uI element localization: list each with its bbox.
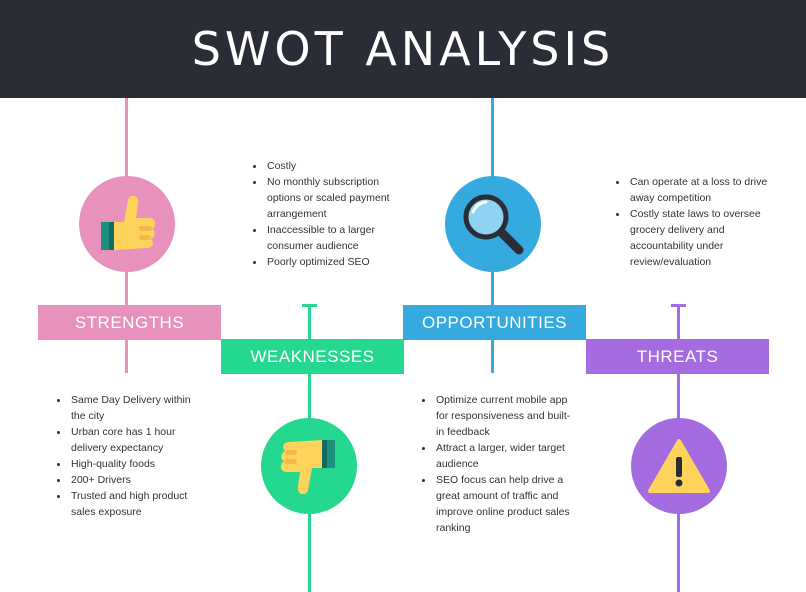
strengths-banner: STRENGTHS — [38, 305, 221, 340]
opportunities-circle — [445, 176, 541, 272]
list-item: No monthly subscription options or scale… — [265, 174, 407, 222]
warning-triangle-icon — [648, 439, 710, 493]
list-item: SEO focus can help drive a great amount … — [434, 472, 574, 536]
opportunities-list: Optimize current mobile app for responsi… — [417, 392, 574, 536]
weaknesses-banner: WEAKNESSES — [221, 339, 404, 374]
page-title: SWOT ANALYSIS — [191, 22, 615, 76]
list-item: High-quality foods — [69, 456, 207, 472]
threats-list: Can operate at a loss to drive away comp… — [611, 174, 768, 270]
opportunities-banner: OPPORTUNITIES — [403, 305, 586, 340]
list-item: Attract a larger, wider target audience — [434, 440, 574, 472]
list-item: Poorly optimized SEO — [265, 254, 407, 270]
list-item: Optimize current mobile app for responsi… — [434, 392, 574, 440]
list-item: Inaccessible to a larger consumer audien… — [265, 222, 407, 254]
weaknesses-line-cap — [302, 304, 317, 307]
magnifying-glass-icon — [463, 194, 524, 255]
list-item: Urban core has 1 hour delivery expectanc… — [69, 424, 207, 456]
header-bar: SWOT ANALYSIS — [0, 0, 806, 98]
thumbs-up-icon — [101, 195, 156, 250]
thumbs-down-icon — [280, 440, 335, 495]
strengths-label: STRENGTHS — [74, 312, 185, 332]
list-item: 200+ Drivers — [69, 472, 207, 488]
weaknesses-circle — [261, 418, 357, 514]
threats-line-cap — [671, 304, 686, 307]
threats-circle — [631, 418, 727, 514]
strengths-list: Same Day Delivery within the city Urban … — [52, 392, 207, 520]
weaknesses-list: Costly No monthly subscription options o… — [248, 158, 407, 270]
strengths-circle — [79, 176, 175, 272]
threats-label: THREATS — [636, 346, 719, 366]
weaknesses-label: WEAKNESSES — [250, 346, 375, 366]
list-item: Costly state laws to oversee grocery del… — [628, 206, 768, 270]
threats-banner: THREATS — [586, 339, 769, 374]
list-item: Trusted and high product sales exposure — [69, 488, 207, 520]
opportunities-label: OPPORTUNITIES — [421, 312, 568, 332]
list-item: Costly — [265, 158, 407, 174]
list-item: Same Day Delivery within the city — [69, 392, 207, 424]
list-item: Can operate at a loss to drive away comp… — [628, 174, 768, 206]
